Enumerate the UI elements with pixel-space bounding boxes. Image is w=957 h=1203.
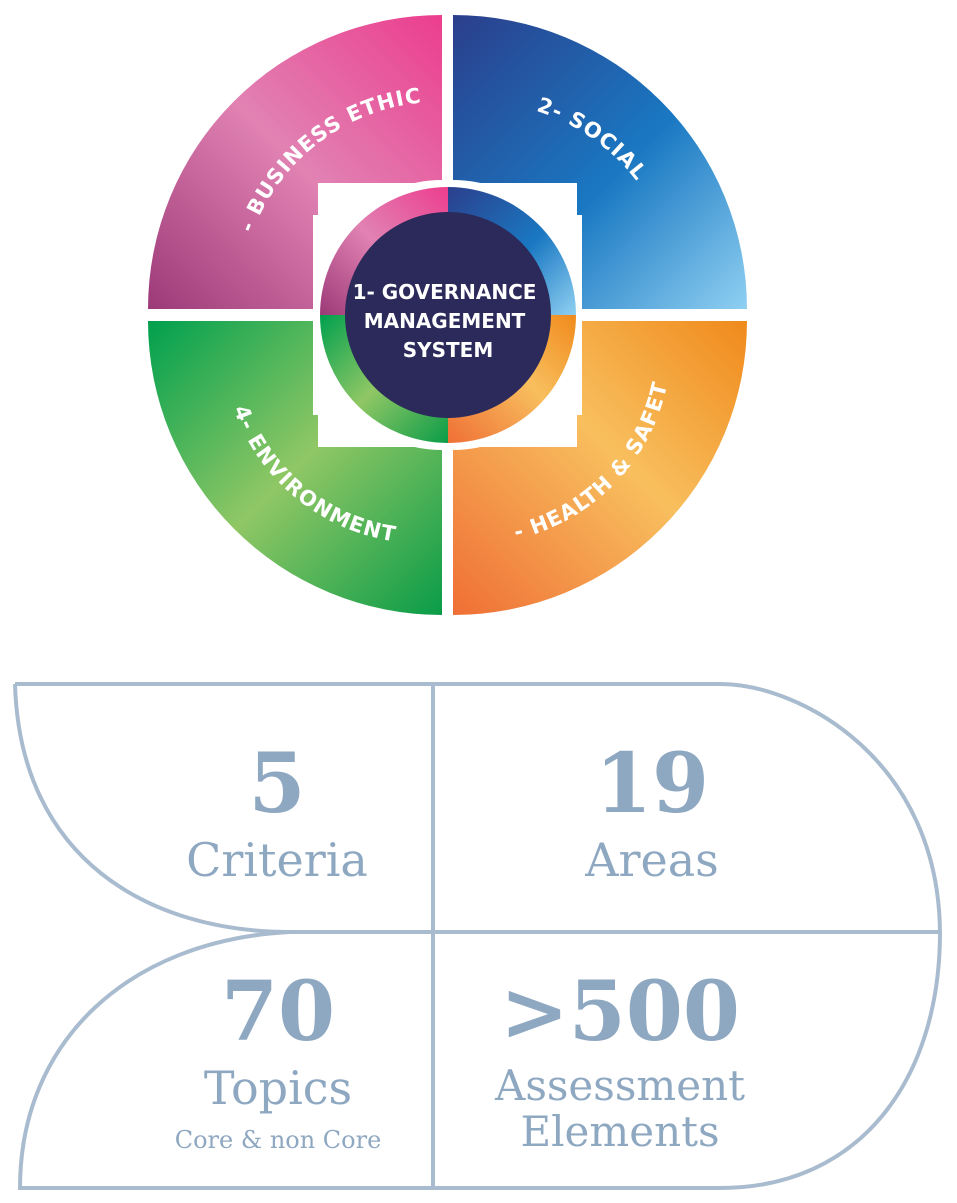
- segment-business-ethics: [148, 15, 442, 309]
- wheel: 1- GOVERNANCE MANAGEMENT SYSTEM 5- BUSIN…: [0, 0, 747, 615]
- stats-grid: [13, 682, 942, 1190]
- stats-outline-bottom: [17, 930, 942, 1190]
- stat-criteria-label: Criteria: [186, 833, 368, 887]
- stat-topics-label: Topics: [204, 1061, 352, 1115]
- stat-elements-label: Assessment: [494, 1061, 745, 1110]
- stat-elements-number: >500: [500, 964, 740, 1060]
- segment-social: [453, 15, 747, 309]
- center-line-3: SYSTEM: [403, 338, 494, 362]
- segment-health-safety: [453, 321, 747, 615]
- stat-criteria: 5 Criteria: [186, 736, 368, 887]
- stat-areas: 19 Areas: [584, 736, 718, 887]
- stat-elements: >500 Assessment Elements: [494, 964, 745, 1156]
- stat-topics-number: 70: [221, 964, 335, 1060]
- center-line-1: 1- GOVERNANCE: [353, 280, 537, 304]
- stat-areas-number: 19: [595, 736, 709, 832]
- stat-topics: 70 Topics Core & non Core: [175, 964, 382, 1154]
- stat-criteria-number: 5: [248, 736, 305, 832]
- center-label: 1- GOVERNANCE MANAGEMENT SYSTEM: [353, 280, 544, 362]
- stat-topics-sub: Core & non Core: [175, 1126, 382, 1154]
- segment-environment: [148, 321, 442, 615]
- stat-elements-sub: Elements: [520, 1107, 719, 1156]
- center-circle: [345, 212, 551, 418]
- stat-areas-label: Areas: [584, 833, 718, 887]
- stats-outline-top: [13, 682, 942, 936]
- center-line-2: MANAGEMENT: [364, 309, 526, 333]
